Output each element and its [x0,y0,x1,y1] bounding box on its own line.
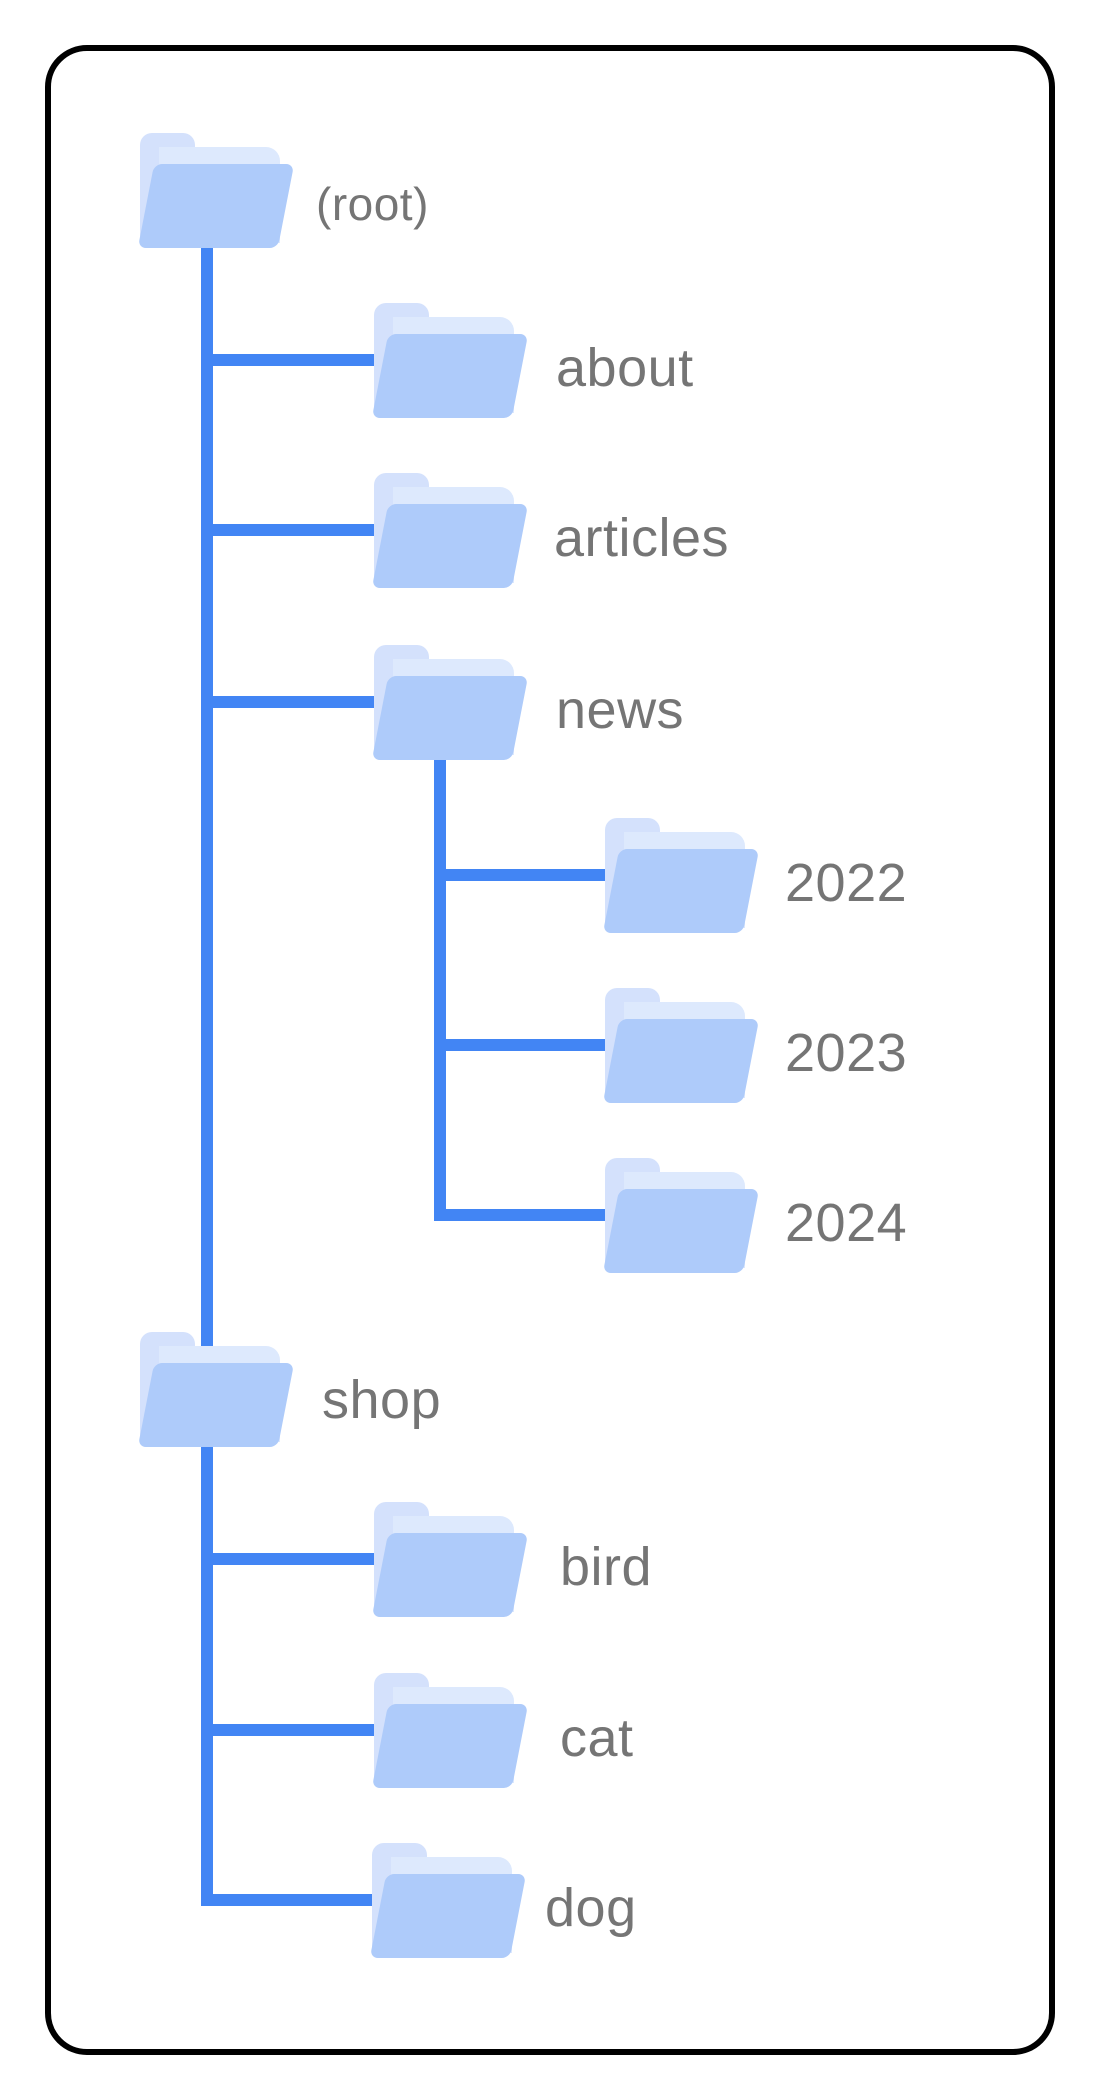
folder-front-shape [602,1019,760,1103]
node-label-shop: shop [322,1370,442,1430]
connector-trunk-news [434,755,446,1221]
folder-front-shape [371,1533,529,1617]
folder-icon-dog [369,1843,527,1958]
folder-icon-2023 [602,988,760,1103]
folder-icon-bird [371,1502,529,1617]
folder-icon-articles [371,473,529,588]
folder-front-shape [371,504,529,588]
connector-branch-2022 [434,869,617,881]
folder-front-shape [137,164,295,248]
folder-front-shape [371,334,529,418]
node-label-root: (root) [316,178,429,230]
folder-icon-root [137,133,295,248]
connector-branch-about [201,354,385,366]
connector-trunk-root [201,240,213,1906]
node-label-news: news [556,680,685,740]
connector-branch-dog [201,1894,385,1906]
folder-icon-about [371,303,529,418]
folder-icon-2024 [602,1158,760,1273]
connector-branch-bird [201,1553,385,1565]
connector-branch-2024 [434,1209,617,1221]
node-label-2024: 2024 [785,1193,908,1253]
node-label-articles: articles [554,508,730,568]
folder-icon-cat [371,1673,529,1788]
node-label-2023: 2023 [785,1023,908,1083]
connector-branch-news [201,696,385,708]
folder-icon-shop [137,1332,295,1447]
node-label-dog: dog [545,1878,637,1938]
folder-front-shape [371,1704,529,1788]
node-label-cat: cat [560,1708,634,1768]
folder-front-shape [369,1874,527,1958]
connector-branch-articles [201,524,385,536]
folder-icon-news [371,645,529,760]
folder-front-shape [137,1363,295,1447]
node-label-2022: 2022 [785,853,908,913]
node-label-about: about [556,338,694,398]
node-label-bird: bird [560,1537,653,1597]
folder-front-shape [602,1189,760,1273]
connector-branch-2023 [434,1039,617,1051]
folder-front-shape [371,676,529,760]
folder-front-shape [602,849,760,933]
connector-branch-cat [201,1724,385,1736]
folder-icon-2022 [602,818,760,933]
